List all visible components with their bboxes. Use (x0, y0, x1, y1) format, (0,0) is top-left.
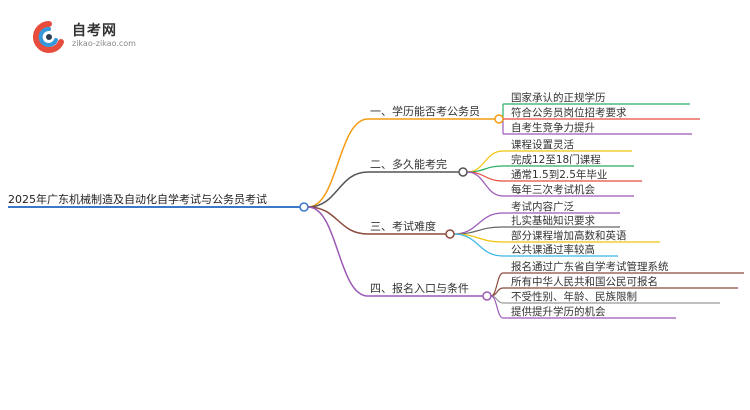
branch-node-dot-4[interactable] (482, 291, 492, 301)
site-logo[interactable]: 自考网 zikao-zikao.com (30, 18, 170, 54)
leaf-label-2-2: 完成12至18门课程 (511, 153, 601, 166)
mind-map-links (307, 104, 504, 319)
branch-label-3: 三、考试难度 (370, 219, 436, 233)
logo-name: 自考网 (72, 23, 117, 39)
branch-label-2: 二、多久能考完 (370, 157, 447, 171)
leaf-label-2-4: 每年三次考试机会 (511, 183, 595, 196)
leaf-label-4-4: 提供提升学历的机会 (511, 305, 606, 318)
logo-icon (33, 21, 64, 53)
branch-link-2 (307, 171, 369, 208)
root-node-label: 2025年广东机械制造及自动化自学考试与公务员考试 (8, 192, 267, 206)
leaf-label-3-2: 扎实基础知识要求 (511, 214, 595, 227)
leaf-link-2-4 (466, 171, 504, 197)
branch-label-1: 一、学历能否考公务员 (370, 104, 480, 118)
leaf-label-4-1: 报名通过广东省自学考试管理系统 (511, 260, 669, 273)
leaf-link-3-4 (453, 233, 504, 257)
leaf-link-4-4 (490, 295, 504, 319)
leaf-label-2-3: 通常1.5到2.5年毕业 (511, 168, 607, 181)
leaf-label-1-3: 自考生竞争力提升 (511, 121, 595, 134)
leaf-label-1-1: 国家承认的正规学历 (511, 91, 606, 104)
leaf-label-3-3: 部分课程增加高数和英语 (511, 229, 627, 242)
branch-label-4: 四、报名入口与条件 (370, 281, 469, 295)
leaf-label-1-2: 符合公务员岗位招考要求 (511, 106, 627, 119)
leaf-label-3-1: 考试内容广泛 (511, 200, 574, 213)
leaf-label-4-3: 不受性别、年龄、民族限制 (511, 290, 637, 303)
root-node-dot[interactable] (299, 202, 309, 212)
branch-link-4 (307, 206, 369, 297)
branch-link-3 (307, 206, 369, 235)
branch-node-dot-1[interactable] (494, 114, 504, 124)
branch-link-1 (307, 118, 369, 208)
leaf-label-3-4: 公共课通过率较高 (511, 243, 595, 256)
logo-url: zikao-zikao.com (72, 39, 136, 48)
branch-node-dot-3[interactable] (445, 229, 455, 239)
leaf-label-2-1: 课程设置灵活 (511, 139, 574, 151)
leaf-label-4-2: 所有中华人民共和国公民可报名 (511, 275, 658, 288)
branch-node-dot-2[interactable] (458, 167, 468, 177)
mind-map-nodes: 2025年广东机械制造及自动化自学考试与公务员考试 一、学历能否考公务员 国家承认的… (8, 91, 744, 319)
